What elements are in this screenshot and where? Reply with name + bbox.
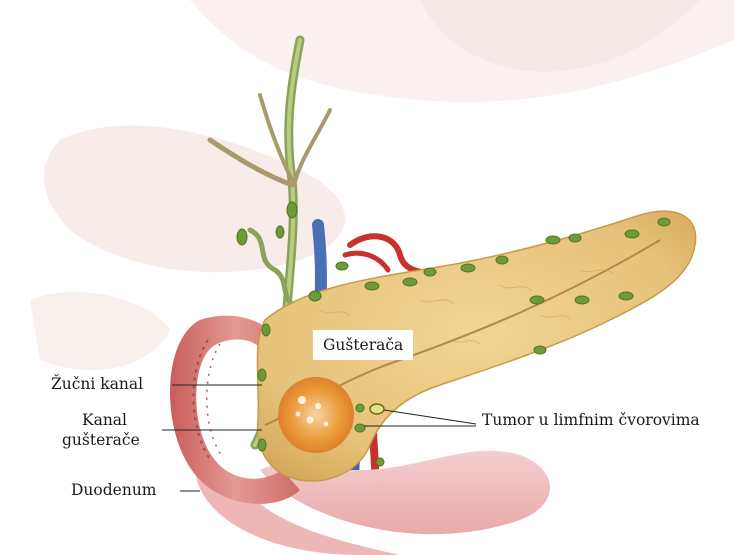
pancreatic-duct-label-line1: Kanal	[62, 410, 140, 430]
tumor	[278, 377, 354, 453]
pancreatic-duct-label: Kanal gušterače	[62, 410, 140, 450]
duodenum-label: Duodenum	[71, 481, 157, 500]
lymph-tumor-label: Tumor u limfnim čvorovima	[478, 409, 704, 439]
tumor-lymph-node	[370, 404, 384, 414]
pancreatic-duct-label-line2: gušterače	[62, 430, 140, 450]
bile-duct-label: Žučni kanal	[51, 375, 143, 394]
pancreas-label: Gušterača	[313, 330, 413, 360]
